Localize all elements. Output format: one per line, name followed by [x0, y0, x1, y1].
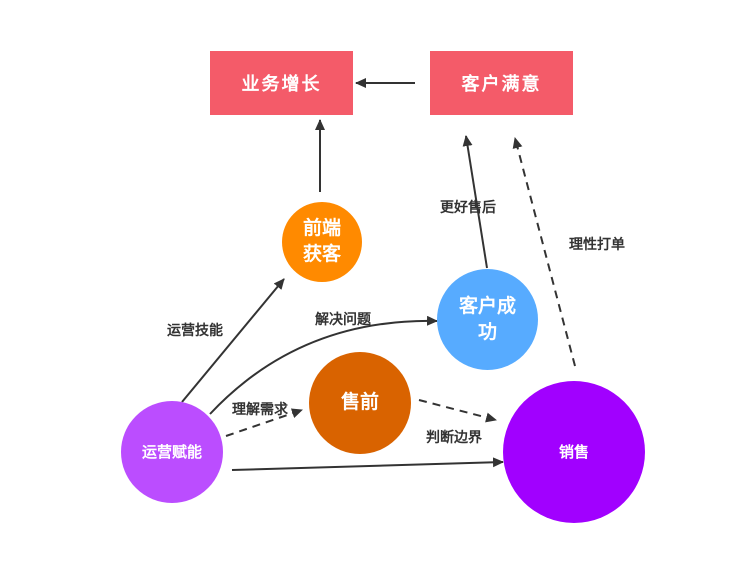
edge-sales-to-satisfaction [512, 137, 576, 367]
customer-success-label: 客户成 功 [458, 294, 516, 343]
sales-node: 销售 [503, 381, 645, 523]
customer-satisfaction-box: 客户满意 [430, 51, 573, 115]
edge-label-solve-problems: 解决问题 [315, 312, 371, 328]
presales-node: 售前 [309, 352, 411, 454]
sales-label: 销售 [558, 442, 589, 461]
customer-satisfaction-label: 客户满意 [461, 74, 542, 95]
edge-operations-to-sales [231, 457, 504, 471]
edge-success-to-satisfaction [462, 135, 488, 269]
business-growth-label: 业务增长 [241, 74, 322, 95]
presales-label: 售前 [340, 391, 379, 414]
edge-label-understand-needs: 理解需求 [232, 402, 288, 418]
edge-label-operations-skills: 运营技能 [167, 323, 223, 339]
operations-enablement-node: 运营赋能 [121, 401, 223, 503]
business-growth-box: 业务增长 [210, 51, 353, 115]
edge-operations-to-success [209, 315, 438, 415]
edge-label-better-aftersales: 更好售后 [440, 200, 496, 216]
operations-enablement-label: 运营赋能 [141, 442, 202, 461]
customer-success-node: 客户成 功 [437, 269, 538, 370]
edge-operations-to-acquisition [181, 278, 285, 403]
frontend-acquisition-label: 前端 获客 [302, 217, 341, 265]
edge-presales-to-sales [418, 399, 497, 423]
edge-label-rational-orders: 理性打单 [569, 237, 625, 253]
frontend-acquisition-node: 前端 获客 [282, 202, 362, 282]
edge-label-judge-boundaries: 判断边界 [426, 430, 482, 446]
